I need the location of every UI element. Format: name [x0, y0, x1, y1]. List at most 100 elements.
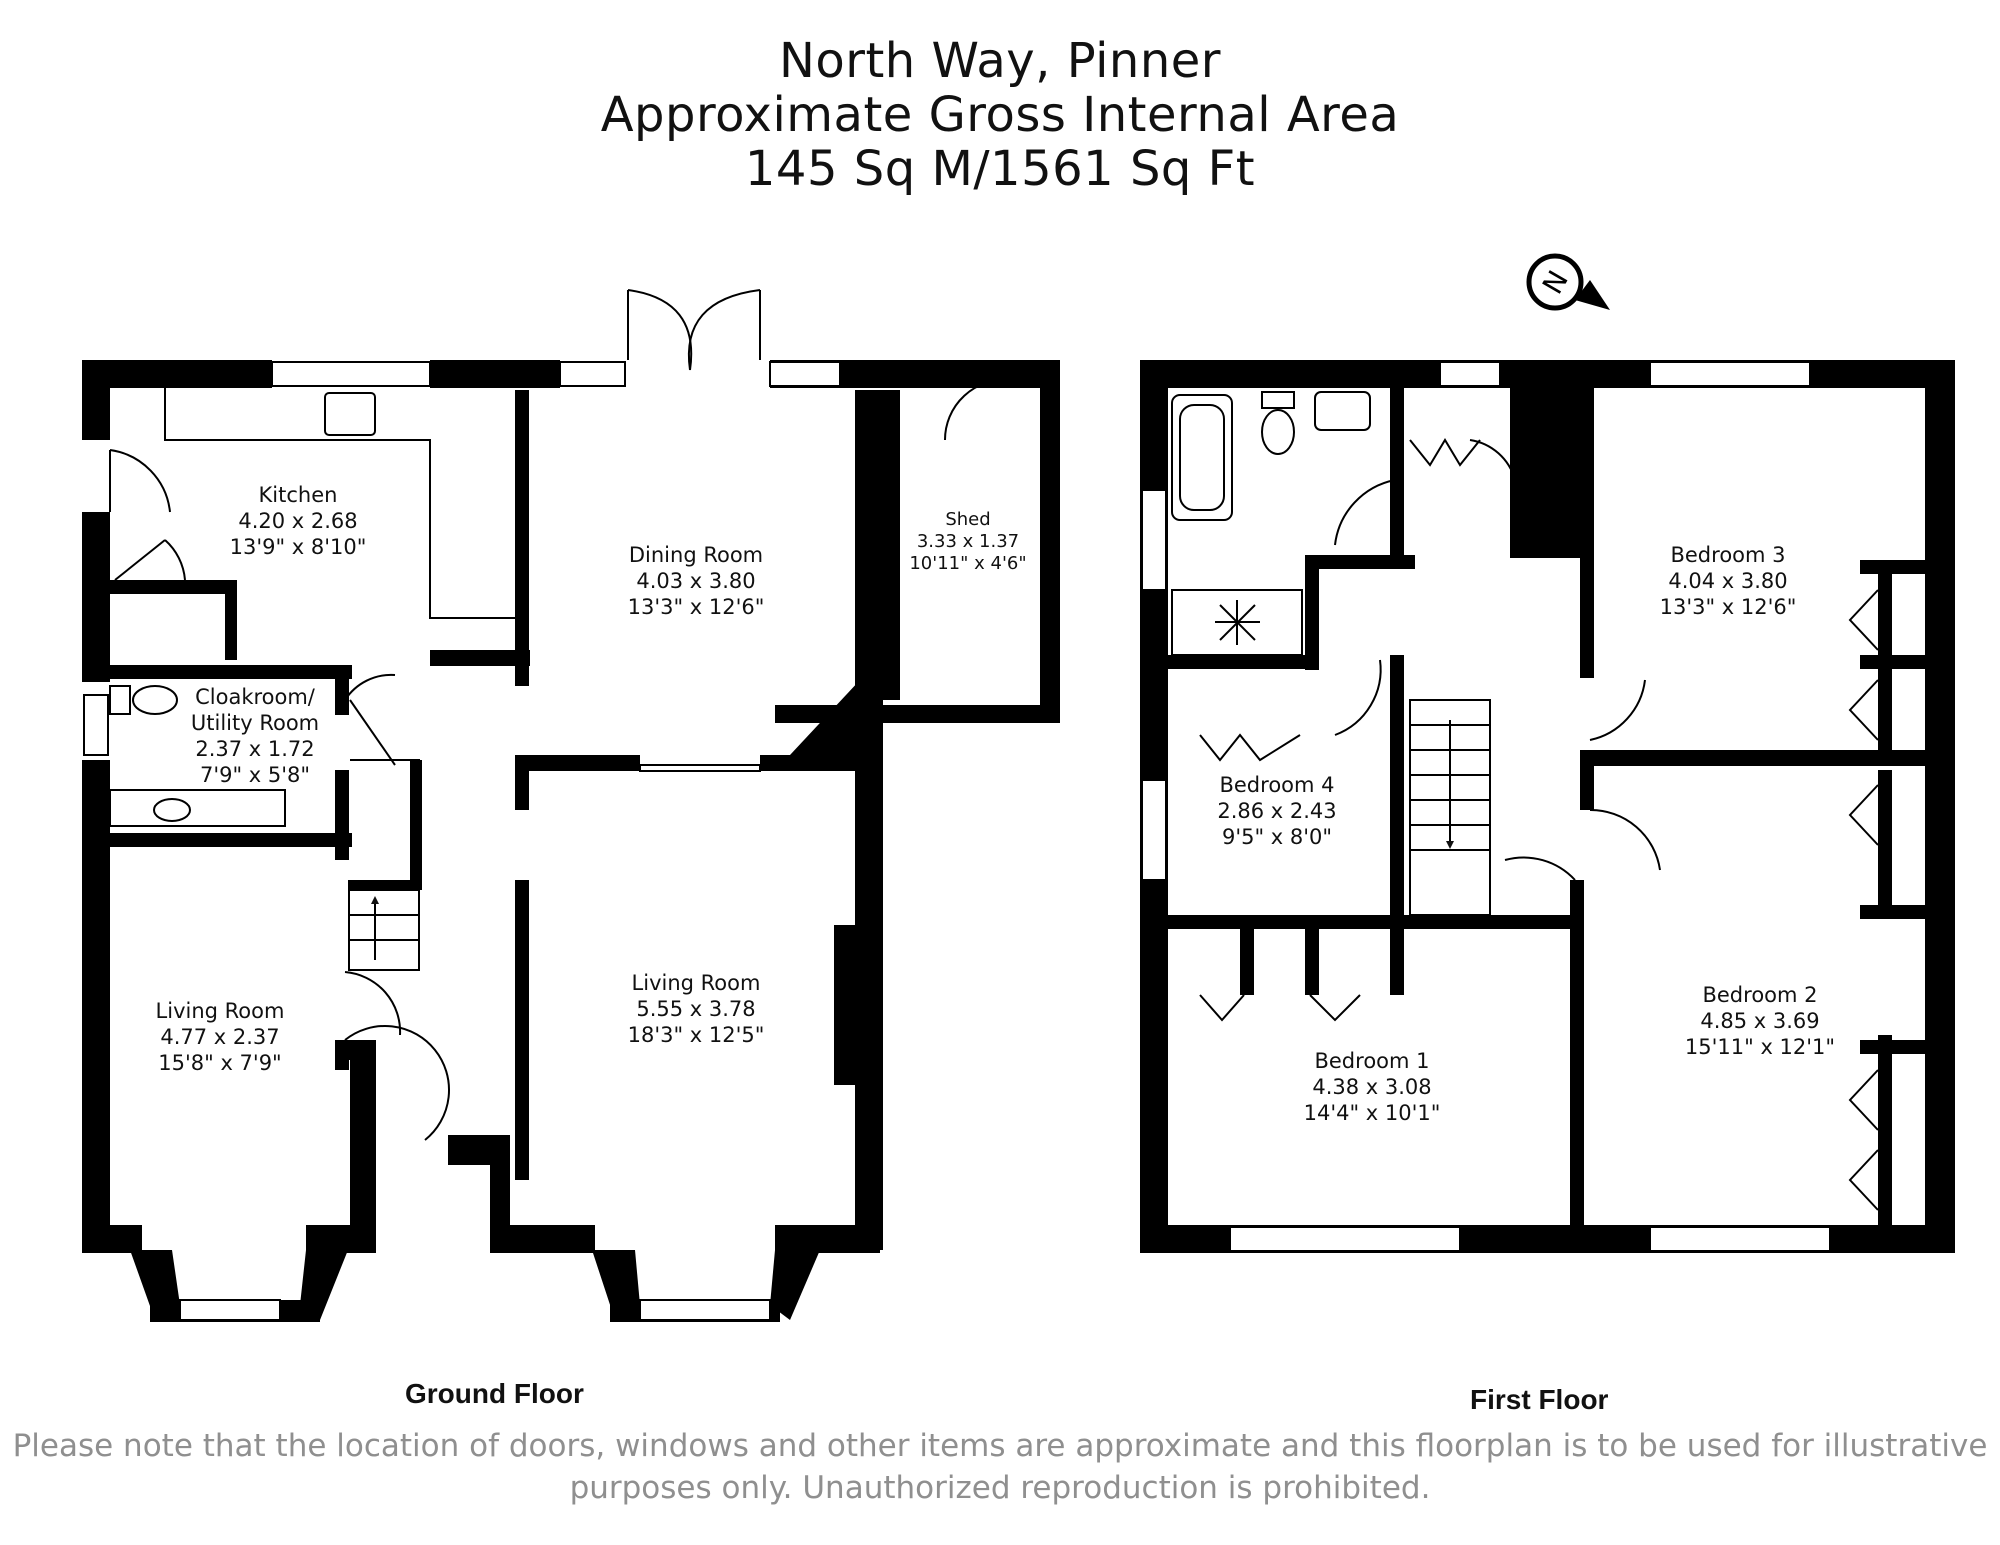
- window: [1141, 489, 1167, 591]
- room-name: Living Room: [156, 999, 285, 1023]
- window: [179, 1299, 281, 1321]
- wall: [110, 580, 230, 594]
- basin-icon: [153, 798, 191, 822]
- title-area-label: Approximate Gross Internal Area: [600, 87, 1400, 143]
- wall: [790, 680, 875, 760]
- room-cloakroom: Cloakroom/ Utility Room 2.37 x 1.72 7'9"…: [191, 685, 319, 787]
- room-size-metric: 4.20 x 2.68: [238, 509, 357, 533]
- plan-title: North Way, Pinner Approximate Gross Inte…: [0, 34, 2000, 196]
- door-swing: [1589, 679, 1646, 741]
- room-dining: Dining Room 4.03 x 3.80 13'3" x 12'6": [628, 543, 765, 619]
- window: [639, 1299, 771, 1321]
- wall: [1140, 360, 1955, 388]
- wall: [1390, 655, 1404, 915]
- room-size-metric: 4.85 x 3.69: [1700, 1009, 1819, 1033]
- door-swing: [344, 1025, 451, 1141]
- bath-inner: [1179, 404, 1225, 511]
- door-swing: [1589, 808, 1661, 871]
- wall: [1390, 388, 1404, 558]
- wall: [410, 760, 422, 890]
- wc-icon: [132, 685, 178, 715]
- room-name: Bedroom 1: [1314, 1049, 1429, 1073]
- wall-block: [1510, 388, 1580, 558]
- room-name: Shed: [945, 509, 990, 530]
- bay-wall: [770, 1250, 820, 1320]
- room-size-imperial: 13'9" x 8'10": [230, 535, 367, 559]
- window: [1649, 1226, 1831, 1252]
- room-name: Kitchen: [259, 483, 338, 507]
- door-swing: [114, 539, 166, 581]
- room-size-imperial: 13'3" x 12'6": [628, 595, 765, 619]
- wall: [1570, 880, 1584, 1250]
- door-swing: [1504, 856, 1576, 881]
- kitchen-worktop: [164, 388, 515, 619]
- room-name: Dining Room: [629, 543, 763, 567]
- wall: [82, 1225, 142, 1253]
- basin-icon: [1314, 391, 1371, 431]
- window: [1439, 361, 1501, 387]
- wall: [1305, 555, 1415, 569]
- wall: [515, 755, 640, 771]
- room-size-imperial: 14'4" x 10'1": [1304, 1101, 1441, 1125]
- door-swing: [943, 378, 1011, 441]
- door-swing: [344, 673, 396, 701]
- room-size-metric: 2.37 x 1.72: [195, 737, 314, 761]
- room-size-metric: 2.86 x 2.43: [1217, 799, 1336, 823]
- wall: [82, 360, 110, 440]
- wall: [225, 580, 237, 660]
- wall: [335, 770, 349, 860]
- room-size-metric: 4.03 x 3.80: [636, 569, 755, 593]
- wardrobe-doors: [1199, 994, 1245, 1022]
- chimney-breast: [834, 925, 870, 1085]
- wall: [1040, 360, 1060, 710]
- staircase: [1409, 699, 1491, 916]
- bath-icon: [1171, 394, 1233, 521]
- room-size-metric: 4.04 x 3.80: [1668, 569, 1787, 593]
- room-size-imperial: 10'11" x 4'6": [909, 553, 1026, 574]
- room-bedroom-2: Bedroom 2 4.85 x 3.69 15'11" x 12'1": [1685, 983, 1835, 1059]
- window: [769, 361, 841, 387]
- wall: [1878, 560, 1892, 750]
- room-size-imperial: 15'11" x 12'1": [1685, 1035, 1835, 1059]
- wall: [855, 390, 883, 1250]
- wardrobe-doors: [1199, 733, 1301, 762]
- wall: [1925, 360, 1955, 1250]
- wc-cistern: [1261, 391, 1295, 409]
- wall: [490, 1135, 510, 1250]
- wardrobe-doors: [1848, 1069, 1879, 1131]
- wall: [1390, 915, 1404, 995]
- room-bedroom-1: Bedroom 1 4.38 x 3.08 14'4" x 10'1": [1304, 1049, 1441, 1125]
- door-swing: [109, 449, 171, 513]
- wall: [1860, 655, 1930, 669]
- room-size-imperial: 15'8" x 7'9": [158, 1051, 281, 1075]
- north-arrow-icon: N: [1526, 253, 1610, 311]
- ground-floor-label: Ground Floor: [405, 1378, 584, 1409]
- disclaimer-line-1: Please note that the location of doors, …: [12, 1428, 1988, 1464]
- window: [271, 361, 431, 387]
- room-name: Bedroom 2: [1702, 983, 1817, 1007]
- wall: [1860, 1040, 1930, 1054]
- room-living-small: Living Room 4.77 x 2.37 15'8" x 7'9": [156, 999, 285, 1075]
- room-shed: Shed 3.33 x 1.37 10'11" x 4'6": [909, 509, 1026, 574]
- wardrobe-doors: [1309, 994, 1361, 1022]
- wall: [1860, 905, 1930, 919]
- door-swing: [349, 699, 396, 766]
- wall: [1305, 560, 1319, 670]
- room-size-imperial: 13'3" x 12'6": [1660, 595, 1797, 619]
- window: [1649, 361, 1811, 387]
- wall: [515, 390, 529, 686]
- wall: [82, 665, 352, 679]
- wall: [348, 880, 418, 890]
- room-size-imperial: 7'9" x 5'8": [200, 763, 310, 787]
- ground-floor-plan: [82, 289, 1060, 1322]
- room-bedroom-4: Bedroom 4 2.86 x 2.43 9'5" x 8'0": [1217, 773, 1336, 849]
- room-size-metric: 5.55 x 3.78: [636, 997, 755, 1021]
- wall: [515, 880, 529, 1180]
- room-kitchen: Kitchen 4.20 x 2.68 13'9" x 8'10": [230, 483, 367, 559]
- wall: [82, 512, 110, 682]
- wall: [82, 833, 352, 847]
- title-area-value: 145 Sq M/1561 Sq Ft: [744, 141, 1256, 197]
- wall: [1540, 530, 1585, 555]
- disclaimer: Please note that the location of doors, …: [0, 1425, 2000, 1509]
- wardrobe-doors: [1848, 784, 1879, 846]
